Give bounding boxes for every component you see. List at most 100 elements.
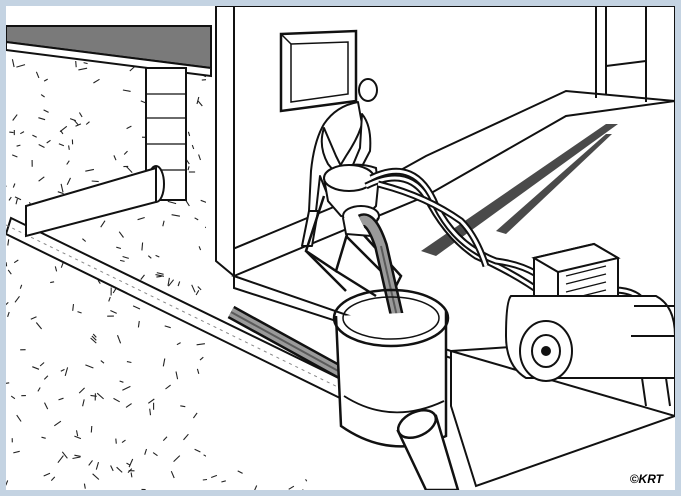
soil-speck [175, 371, 179, 380]
soil-speck [41, 436, 46, 439]
soil-speck [237, 470, 243, 474]
soil-speck [16, 64, 26, 68]
soil-speck [100, 360, 105, 364]
soil-speck [140, 100, 146, 104]
soil-speck [333, 327, 336, 336]
soil-speck [15, 198, 18, 205]
soil-speck [69, 118, 76, 122]
soil-speck [50, 281, 55, 284]
soil-speck [12, 114, 18, 121]
soil-speck [125, 403, 132, 408]
soil-speck [78, 387, 85, 394]
soil-speck [6, 480, 9, 486]
soil-speck [91, 180, 99, 183]
soil-speck [77, 311, 82, 314]
soil-speck [196, 96, 200, 105]
soil-speck [32, 134, 37, 138]
soil-speck [78, 67, 88, 71]
soil-speck [75, 60, 77, 68]
soil-speck [252, 485, 258, 490]
soil-speck [122, 255, 129, 259]
soil-speck [171, 214, 180, 217]
soil-speck [129, 66, 135, 72]
soil-speck [211, 474, 218, 479]
soil-speck [155, 274, 165, 277]
soil-speck [19, 284, 23, 289]
basement-window [279, 29, 358, 113]
soil-speck [116, 466, 123, 473]
soil-speck [127, 468, 133, 473]
soil-speck [73, 119, 79, 126]
soil-speck [110, 310, 117, 314]
soil-speck [221, 480, 226, 483]
soil-speck [170, 470, 175, 479]
soil-speck [162, 220, 165, 227]
soil-speck [11, 154, 18, 158]
soil-speck [125, 166, 133, 173]
exit-pipe [396, 408, 460, 490]
soil-speck [183, 433, 189, 441]
soil-speck [93, 78, 100, 84]
soil-speck [116, 335, 122, 344]
soil-speck [436, 181, 443, 184]
soil-speck [72, 304, 75, 311]
soil-speck [191, 144, 195, 150]
soil-speck [180, 405, 186, 408]
soil-speck [9, 131, 14, 134]
soil-speck [167, 200, 177, 205]
soil-speck [465, 144, 467, 150]
soil-speck [128, 458, 134, 468]
soil-speck [147, 398, 155, 404]
soil-speck [141, 242, 144, 251]
soil-speck [43, 375, 49, 380]
soil-speck [13, 450, 20, 454]
soil-speck [97, 280, 101, 284]
soil-speck [156, 272, 164, 275]
soil-speck [177, 281, 181, 287]
soil-speck [119, 380, 124, 383]
soil-speck [194, 448, 201, 453]
soil-speck [37, 387, 41, 392]
soil-speck [195, 290, 200, 296]
soil-speck [14, 196, 22, 201]
soil-speck [90, 425, 93, 433]
soil-speck [198, 246, 202, 251]
soil-speck [121, 439, 126, 444]
soil-speck [187, 166, 190, 171]
soil-speck [43, 472, 51, 477]
soil-speck [137, 320, 140, 328]
soil-speck [82, 399, 85, 407]
soil-speck [53, 420, 62, 427]
soil-speck [75, 430, 79, 437]
soil-speck [85, 168, 95, 172]
soil-speck [149, 408, 152, 416]
soil-speck [68, 145, 70, 150]
soil-speck [6, 262, 8, 267]
soil-speck [7, 311, 10, 317]
soil-speck [7, 269, 12, 275]
soil-speck [6, 301, 9, 308]
soil-speck [92, 333, 97, 338]
credit-label: ©KRT [627, 472, 665, 486]
soil-speck [57, 455, 64, 464]
soil-speck [155, 254, 160, 258]
soil-speck [288, 485, 295, 490]
soil-speck [82, 238, 87, 242]
soil-speck [110, 465, 114, 472]
soil-speck [137, 216, 145, 221]
soil-speck [126, 462, 131, 466]
soil-speck [122, 385, 131, 391]
soil-speck [50, 476, 56, 481]
soil-speck [126, 125, 132, 130]
soil-speck [173, 455, 181, 462]
soil-speck [66, 160, 70, 165]
soil-speck [38, 176, 45, 182]
soil-speck [10, 395, 16, 400]
soil-speck [35, 71, 40, 79]
soil-speck [30, 316, 37, 320]
soil-speck [96, 392, 104, 400]
soil-speck [58, 143, 65, 147]
soil-speck [35, 322, 43, 330]
soil-speck [11, 59, 15, 68]
